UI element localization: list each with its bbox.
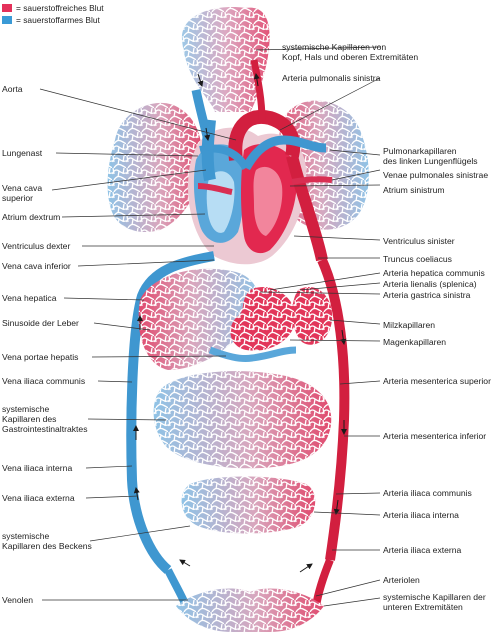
pelvic-capillaries xyxy=(181,476,316,534)
head-artery xyxy=(250,59,266,121)
flow-arrows xyxy=(133,73,347,573)
label-arteria-mesenterica-inferior: Arteria mesenterica inferior xyxy=(383,431,487,441)
label-vena-iliaca-interna: Vena iliaca interna xyxy=(2,463,73,473)
label-lungenast: Lungenast xyxy=(2,148,43,158)
label-arteriolen: Arteriolen xyxy=(383,575,420,585)
label-arteria-lienalis: Arteria lienalis (splenica) xyxy=(383,279,477,289)
stomach-capillaries xyxy=(230,286,296,351)
gastrointestinal-capillaries xyxy=(153,371,332,469)
label-atrium-dextrum: Atrium dextrum xyxy=(2,212,61,222)
label-vena-cava-inferior: Vena cava inferior xyxy=(2,261,71,271)
portal-vein xyxy=(208,346,297,362)
descending-aorta xyxy=(317,257,350,561)
label-ventriculus-sinister: Ventriculus sinister xyxy=(383,236,455,246)
liver-sinusoids xyxy=(138,268,259,370)
label-pulmonarkapillaren: Pulmonarkapillaren des linken Lungenflüg… xyxy=(383,146,478,166)
label-vena-iliaca-communis: Vena iliaca communis xyxy=(2,376,86,386)
label-arteria-gastrica-sinistra: Arteria gastrica sinistra xyxy=(383,290,471,300)
label-vena-portae-hepatis: Vena portae hepatis xyxy=(2,352,79,362)
oxygenated-swatch xyxy=(2,4,12,12)
label-arteria-iliaca-communis: Arteria iliaca communis xyxy=(383,488,472,498)
deoxygenated-swatch xyxy=(2,16,12,24)
label-venolen: Venolen xyxy=(2,595,34,605)
label-sinusoide-der-leber: Sinusoide der Leber xyxy=(2,318,79,328)
left-leg-artery xyxy=(312,558,334,607)
label-arteria-mesenterica-superior: Arteria mesenterica superior xyxy=(383,376,491,386)
label-kapillaren-kopf: systemische Kapillaren von Kopf, Hals un… xyxy=(282,42,419,62)
label-milzkapillaren: Milzkapillaren xyxy=(383,320,436,330)
lower-extremity-capillaries xyxy=(176,588,324,632)
inferior-vena-cava xyxy=(126,251,215,574)
legend-item-oxygenated: = sauerstoffreiches Blut xyxy=(2,3,104,13)
label-vena-iliaca-externa: Vena iliaca externa xyxy=(2,493,75,503)
pulmonary-veins xyxy=(197,176,333,195)
head-capillary-bed xyxy=(181,7,270,112)
label-aorta: Aorta xyxy=(2,84,23,94)
label-arteria-iliaca-externa: Arteria iliaca externa xyxy=(383,545,462,555)
spleen-capillaries xyxy=(292,286,333,345)
label-arteria-pulmonalis-sinistra: Arteria pulmonalis sinistra xyxy=(282,73,381,83)
label-arteria-iliaca-interna: Arteria iliaca interna xyxy=(383,510,459,520)
legend-label-deoxygenated: = sauerstoffarmes Blut xyxy=(16,15,100,25)
leader-lines xyxy=(39,46,381,607)
label-arteria-hepatica-communis: Arteria hepatica communis xyxy=(383,268,485,278)
legend-label-oxygenated: = sauerstoffreiches Blut xyxy=(16,3,104,13)
label-vena-hepatica: Vena hepatica xyxy=(2,293,57,303)
right-lung-capillaries xyxy=(107,102,203,232)
label-kapillaren-becken: systemische Kapillaren des Beckens xyxy=(2,531,92,551)
legend-item-deoxygenated: = sauerstoffarmes Blut xyxy=(2,15,100,25)
label-kapillaren-untere: systemische Kapillaren der unteren Extre… xyxy=(383,592,486,612)
label-ventriculus-dexter: Ventriculus dexter xyxy=(2,241,71,251)
head-vein xyxy=(191,89,215,151)
label-truncus-coeliacus: Truncus coeliacus xyxy=(383,254,452,264)
label-vena-cava-superior: Vena cava superior xyxy=(2,183,43,203)
right-leg-vein xyxy=(164,568,190,608)
label-magenkapillaren: Magenkapillaren xyxy=(383,337,447,347)
label-kapillaren-gastrointestinal: systemische Kapillaren des Gastrointesti… xyxy=(2,404,88,434)
label-atrium-sinistrum: Atrium sinistrum xyxy=(383,185,445,195)
label-venae-pulmonales-sinistrae: Venae pulmonales sinistrae xyxy=(383,170,489,180)
